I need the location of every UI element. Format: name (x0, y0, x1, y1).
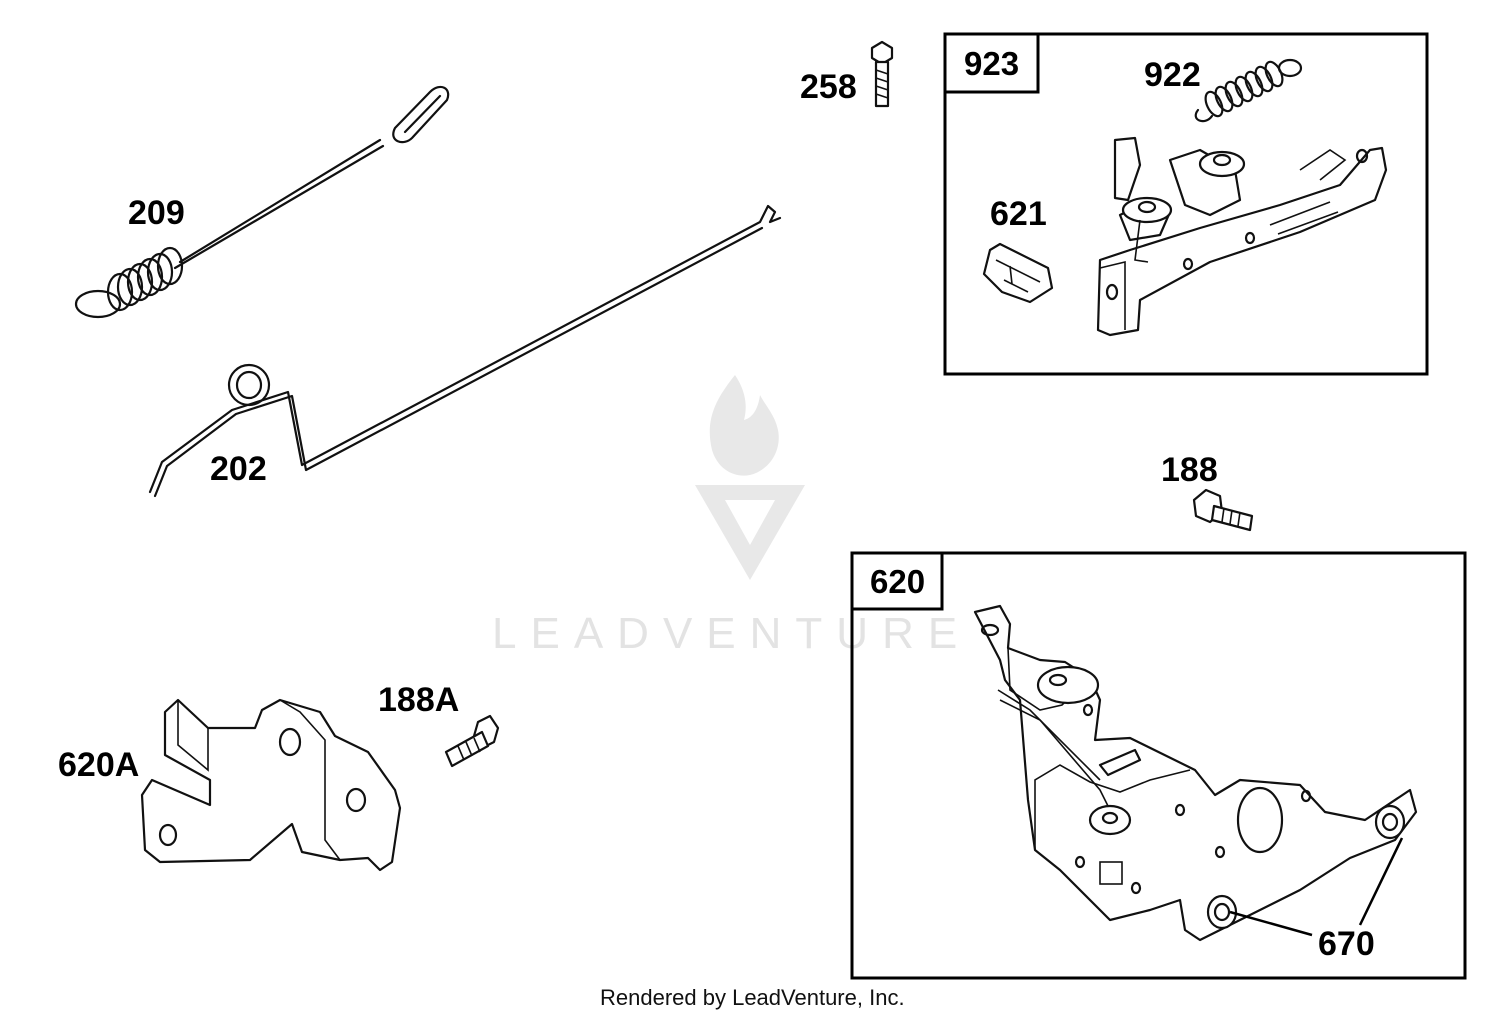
part-label-620a: 620A (58, 746, 139, 784)
part-label-202: 202 (210, 450, 267, 488)
part-202-link-rod (148, 204, 782, 498)
footer-credit: Rendered by LeadVenture, Inc. (600, 985, 905, 1010)
part-923-control-bracket (1096, 136, 1388, 337)
leader-line-670-b (1358, 837, 1404, 926)
kit-box-923: 923 (943, 32, 1429, 376)
kit-label-923: 923 (964, 45, 1019, 82)
part-label-188a: 188A (378, 681, 459, 719)
part-label-922: 922 (1144, 56, 1201, 94)
part-209-spring (74, 85, 450, 319)
watermark: LEADVENTURE (492, 375, 971, 658)
part-label-621: 621 (990, 195, 1047, 233)
kit-label-620: 620 (870, 563, 925, 600)
flame-v-logo-icon (695, 375, 805, 580)
part-label-209: 209 (128, 194, 185, 232)
watermark-text: LEADVENTURE (492, 609, 971, 658)
kit-box-620: 620 (850, 551, 1467, 980)
part-label-188: 188 (1161, 451, 1218, 489)
part-620a-bracket (140, 698, 402, 872)
part-621-cable-clip (982, 242, 1054, 304)
part-620-governor-bracket (973, 604, 1418, 942)
part-258-bolt (870, 40, 894, 108)
part-922-spring (1194, 58, 1303, 123)
part-label-670: 670 (1318, 925, 1375, 963)
part-188-bolt (1192, 488, 1254, 532)
leader-line-670-a (1229, 910, 1313, 937)
part-188a-bolt (444, 714, 500, 768)
part-label-258: 258 (800, 68, 857, 106)
